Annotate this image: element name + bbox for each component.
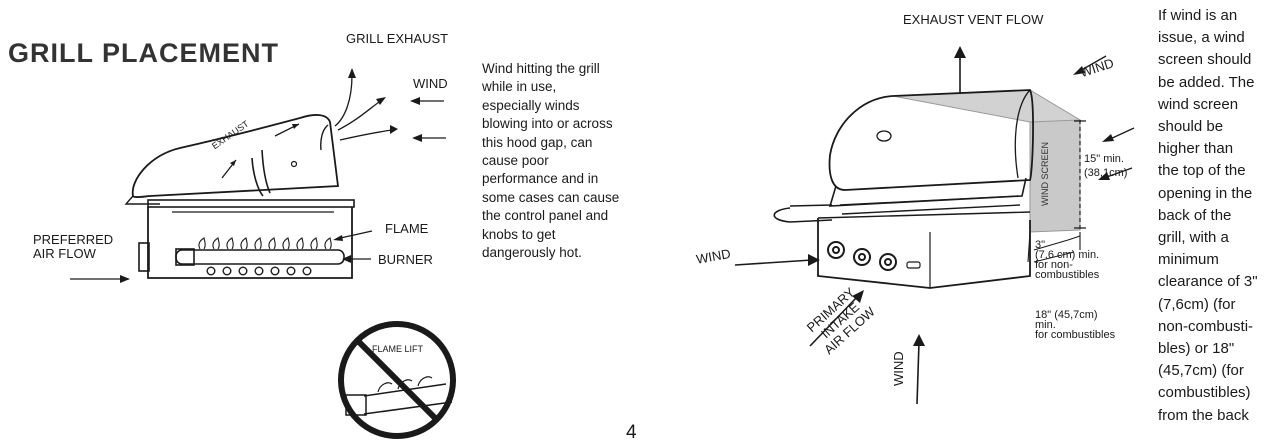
clearance-combustibles-label: 18" (45,7cm) min. for combustibles — [1035, 309, 1116, 341]
grill-exhaust-label: GRILL EXHAUST — [346, 31, 449, 46]
height-min-label: 15" min. (38,1cm) — [1084, 153, 1128, 179]
no-flame-lift-icon — [338, 321, 456, 439]
wind-label: WIND — [413, 76, 448, 91]
right-paragraph: If wind is an issue, a wind screen shoul… — [1158, 7, 1258, 424]
preferred-air-flow-label: PREFERRED AIR FLOW — [33, 232, 114, 261]
burner-label: BURNER — [378, 252, 433, 267]
wind-screen-label: WIND SCREEN — [1040, 141, 1050, 206]
flame-label: FLAME — [385, 221, 429, 236]
page-title: GRILL PLACEMENT — [8, 38, 279, 68]
left-paragraph: Wind hitting the grill while in use, esp… — [482, 61, 620, 261]
clearance-noncombustibles-label: 3" (7,6 cm) min. for non- combustibles — [1035, 239, 1100, 281]
page-number: 4 — [626, 422, 637, 443]
flame-lift-label: FLAME LIFT — [372, 344, 424, 354]
wind-bottom-label: WIND — [891, 351, 906, 386]
exhaust-vent-flow-label: EXHAUST VENT FLOW — [903, 12, 1044, 27]
